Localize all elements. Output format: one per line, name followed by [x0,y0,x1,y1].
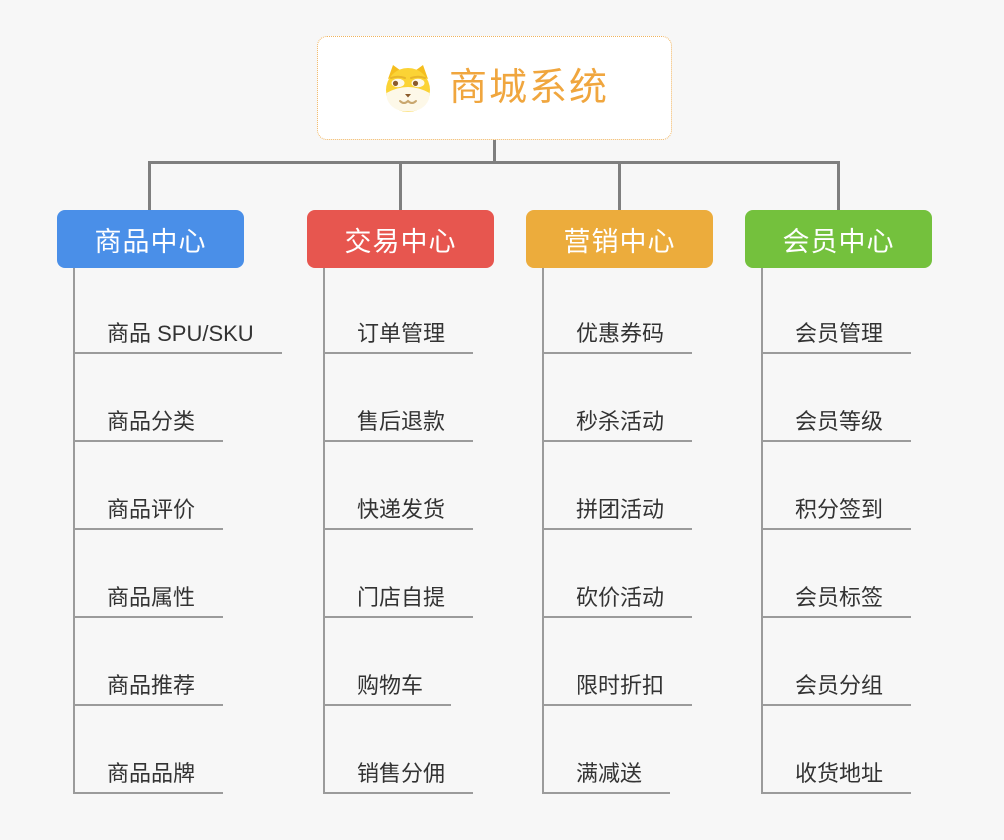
connector-drop-2 [399,161,402,210]
leaf-node[interactable]: 砍价活动 [544,530,693,618]
branch-header-member-center[interactable]: 会员中心 [745,210,932,268]
root-node[interactable]: 商城系统 [317,36,672,140]
branch-header-marketing-center[interactable]: 营销中心 [526,210,713,268]
leaf-node[interactable]: 积分签到 [763,442,912,530]
leaf-node[interactable]: 快递发货 [325,442,474,530]
branch-header-product-center[interactable]: 商品中心 [57,210,244,268]
branch-column-member-center: 会员管理会员等级积分签到会员标签会员分组收货地址 [761,268,912,794]
leaf-node[interactable]: 会员分组 [763,618,912,706]
connector-drop-3 [618,161,621,210]
leaf-node[interactable]: 商品 SPU/SKU [75,268,282,354]
dog-icon [385,65,430,112]
leaf-node[interactable]: 拼团活动 [544,442,693,530]
leaf-node[interactable]: 销售分佣 [325,706,474,794]
leaf-node[interactable]: 会员等级 [763,354,912,442]
connector-drop-1 [148,161,151,210]
connector-horizontal-bar [148,161,840,164]
connector-drop-4 [837,161,840,210]
leaf-node[interactable]: 限时折扣 [544,618,693,706]
branch-header-trade-center[interactable]: 交易中心 [307,210,494,268]
root-title: 商城系统 [448,67,609,109]
leaf-node[interactable]: 购物车 [325,618,452,706]
leaf-node[interactable]: 商品分类 [75,354,224,442]
leaf-node[interactable]: 满减送 [544,706,671,794]
leaf-node[interactable]: 会员管理 [763,268,912,354]
leaf-node[interactable]: 门店自提 [325,530,474,618]
leaf-node[interactable]: 售后退款 [325,354,474,442]
leaf-node[interactable]: 会员标签 [763,530,912,618]
leaf-node[interactable]: 订单管理 [325,268,474,354]
connector-root-stub [493,140,496,164]
leaf-node[interactable]: 商品评价 [75,442,224,530]
leaf-node[interactable]: 优惠券码 [544,268,693,354]
leaf-node[interactable]: 商品品牌 [75,706,224,794]
branch-column-marketing-center: 优惠券码秒杀活动拼团活动砍价活动限时折扣满减送 [542,268,693,794]
leaf-node[interactable]: 收货地址 [763,706,912,794]
leaf-node[interactable]: 商品推荐 [75,618,224,706]
branch-column-trade-center: 订单管理售后退款快递发货门店自提购物车销售分佣 [323,268,474,794]
leaf-node[interactable]: 商品属性 [75,530,224,618]
leaf-node[interactable]: 秒杀活动 [544,354,693,442]
